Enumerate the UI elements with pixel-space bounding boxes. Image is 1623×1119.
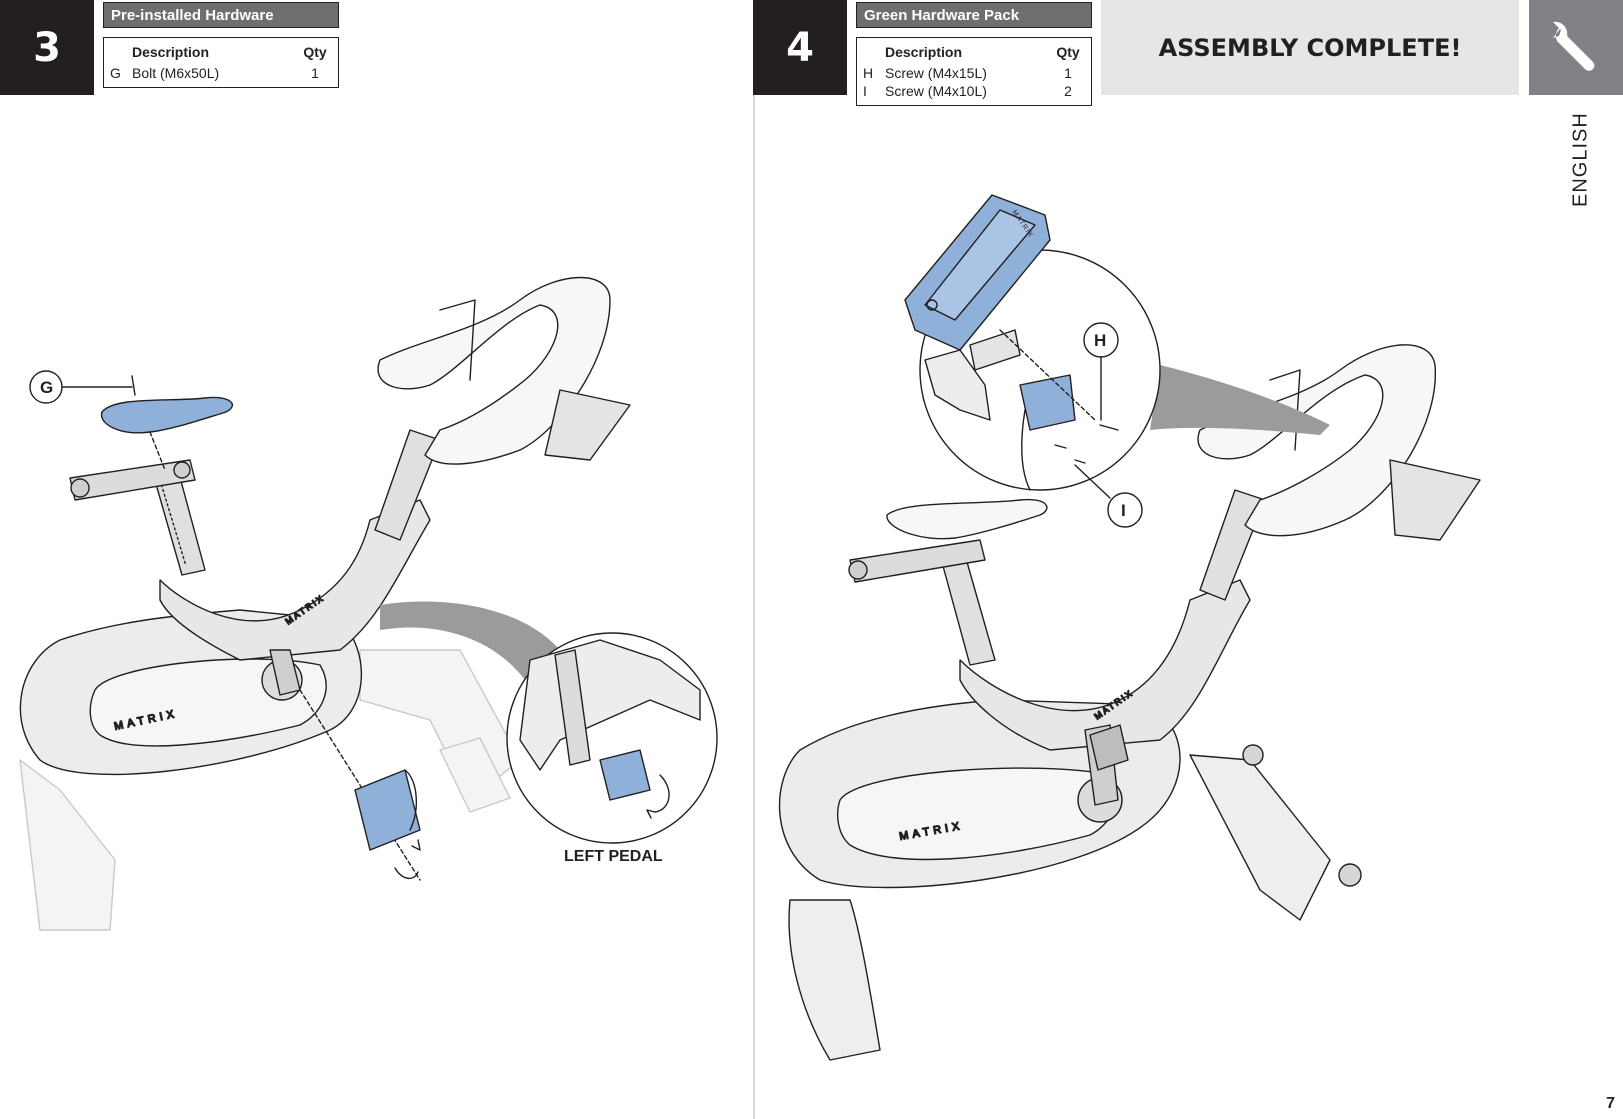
sidebar-tab [1529,0,1623,95]
console-screen: MATRIX [904,194,1051,351]
step-3-number: 3 [0,0,94,95]
callout-g-label: G [40,378,53,397]
step-4-hardware-table: Description Qty H Screw (M4x15L) 1 I Scr… [856,37,1092,106]
left-pedal-detail [506,632,718,844]
column-description: Description [885,44,963,60]
bike-illustration-step-3: MATRIX MATRIX [19,276,631,931]
callout-i [1074,464,1143,528]
assembly-complete-banner: ASSEMBLY COMPLETE! [1101,0,1519,95]
step-3-hardware-table: Description Qty G Bolt (M6x50L) 1 [103,37,339,88]
table-row: H Screw (M4x15L) 1 [863,65,1072,81]
table-header-row: Description Qty [104,38,338,64]
step-3-hardware-title: Pre-installed Hardware [103,2,339,28]
table-header-row: Description Qty [857,38,1091,64]
callout-i-label: I [1121,501,1126,520]
bike-illustration-step-4: MATRIX MATRIX [778,344,1481,1061]
callout-h-label: H [1094,331,1106,350]
page-number: 7 [1606,1095,1615,1112]
step-4-hardware-title: Green Hardware Pack [856,2,1092,28]
table-row: I Screw (M4x10L) 2 [863,83,1072,99]
column-qty: Qty [1056,44,1080,60]
column-qty: Qty [303,44,327,60]
left-pedal-label: LEFT PEDAL [564,848,663,865]
callout-h [1083,322,1119,421]
page-divider [753,95,755,1119]
column-description: Description [132,44,210,60]
wrench-icon [1553,21,1595,71]
callout-g [29,370,133,404]
step-4-number: 4 [753,0,847,95]
table-row: G Bolt (M6x50L) 1 [110,65,319,81]
